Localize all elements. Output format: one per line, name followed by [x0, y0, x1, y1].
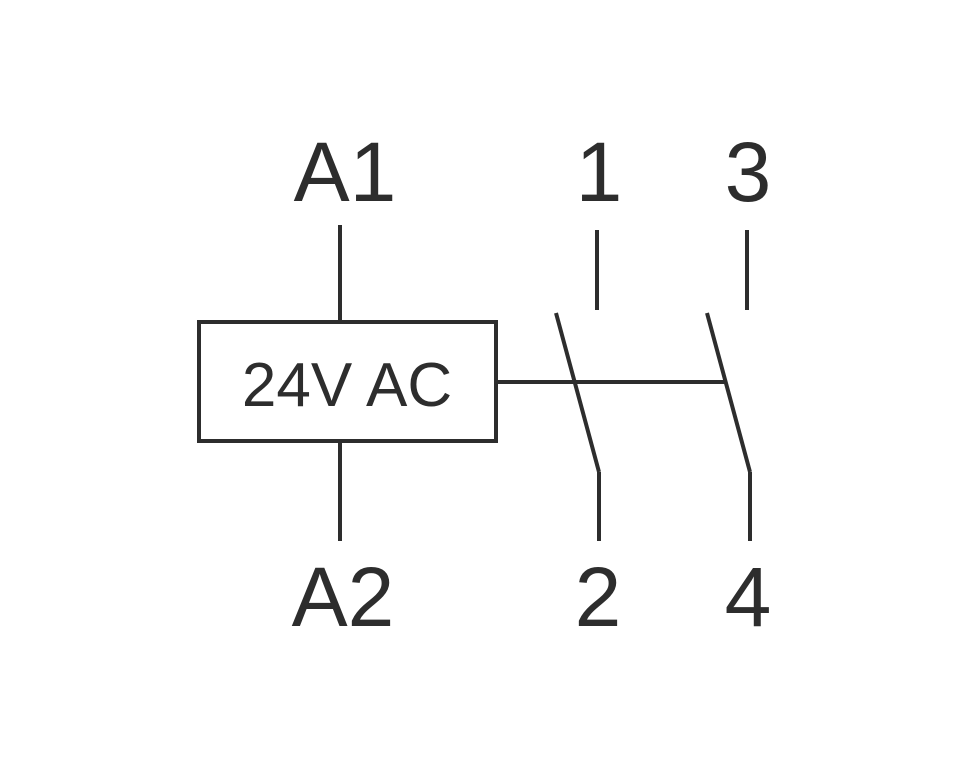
- terminal-label-3: 3: [725, 125, 772, 219]
- terminal-label-1: 1: [576, 125, 623, 219]
- contact-3-4-switch-blade: [705, 312, 752, 473]
- terminal-label-a1: A1: [294, 125, 397, 219]
- contact-1-2-switch-blade: [554, 312, 601, 473]
- coil-label: 24V AC: [242, 351, 452, 420]
- terminal-label-4: 4: [725, 550, 772, 644]
- terminal-label-a2: A2: [292, 550, 395, 644]
- terminal-label-2: 2: [575, 550, 622, 644]
